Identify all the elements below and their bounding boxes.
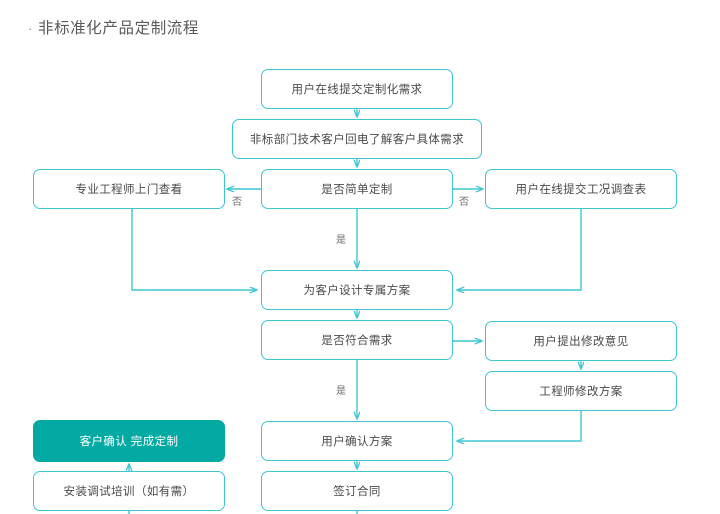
flow-node-label: 是否符合需求 [321,335,393,347]
flow-node-callback-detail[interactable]: 非标部门技术客户回电了解客户具体需求 [232,119,482,159]
bullet-icon: · [28,21,33,37]
flow-node-sign-contract[interactable]: 签订合同 [261,471,453,511]
flow-node-label: 工程师修改方案 [539,386,623,398]
flow-node-user-confirm[interactable]: 用户确认方案 [261,421,453,461]
edge-label-yes-lower: 是 [336,386,346,397]
edge-label-no-left: 否 [232,197,242,208]
flow-node-engineer-revise[interactable]: 工程师修改方案 [485,371,677,411]
flow-node-user-feedback[interactable]: 用户提出修改意见 [485,321,677,361]
flow-node-label: 签订合同 [333,486,381,498]
flow-node-meets-need[interactable]: 是否符合需求 [261,320,453,360]
page-title-text: 非标准化产品定制流程 [38,20,200,37]
edge-label-no-right: 否 [459,197,469,208]
flow-node-label: 客户确认 完成定制 [79,436,179,448]
flow-node-label: 用户在线提交定制化需求 [291,84,423,96]
edge-label-yes-upper: 是 [336,235,346,246]
flow-node-label: 非标部门技术客户回电了解客户具体需求 [249,134,465,146]
flow-node-design-plan[interactable]: 为客户设计专属方案 [261,270,453,310]
edge-surveyform-to-designplan [457,209,582,290]
edge-engineerrevise-to-userconfirm [457,411,582,441]
page-title: · 非标准化产品定制流程 [28,16,199,38]
flow-node-survey-form[interactable]: 用户在线提交工况调查表 [485,169,677,209]
flow-node-label: 为客户设计专属方案 [303,285,411,297]
flow-node-submit-request[interactable]: 用户在线提交定制化需求 [261,69,453,109]
flow-node-label: 用户确认方案 [321,436,393,448]
flow-node-engineer-visit[interactable]: 专业工程师上门查看 [33,169,225,209]
flow-node-label: 是否简单定制 [321,184,393,196]
flow-node-label: 用户提出修改意见 [533,336,629,348]
flow-node-label: 用户在线提交工况调查表 [515,184,647,196]
flow-node-customer-done[interactable]: 客户确认 完成定制 [33,420,225,462]
flow-node-install-training[interactable]: 安装调试培训（如有需） [33,471,225,511]
edge-engineervisit-to-designplan [131,209,257,290]
flow-node-label: 专业工程师上门查看 [75,184,183,196]
flow-node-is-simple[interactable]: 是否简单定制 [261,169,453,209]
flow-node-label: 安装调试培训（如有需） [63,486,195,498]
